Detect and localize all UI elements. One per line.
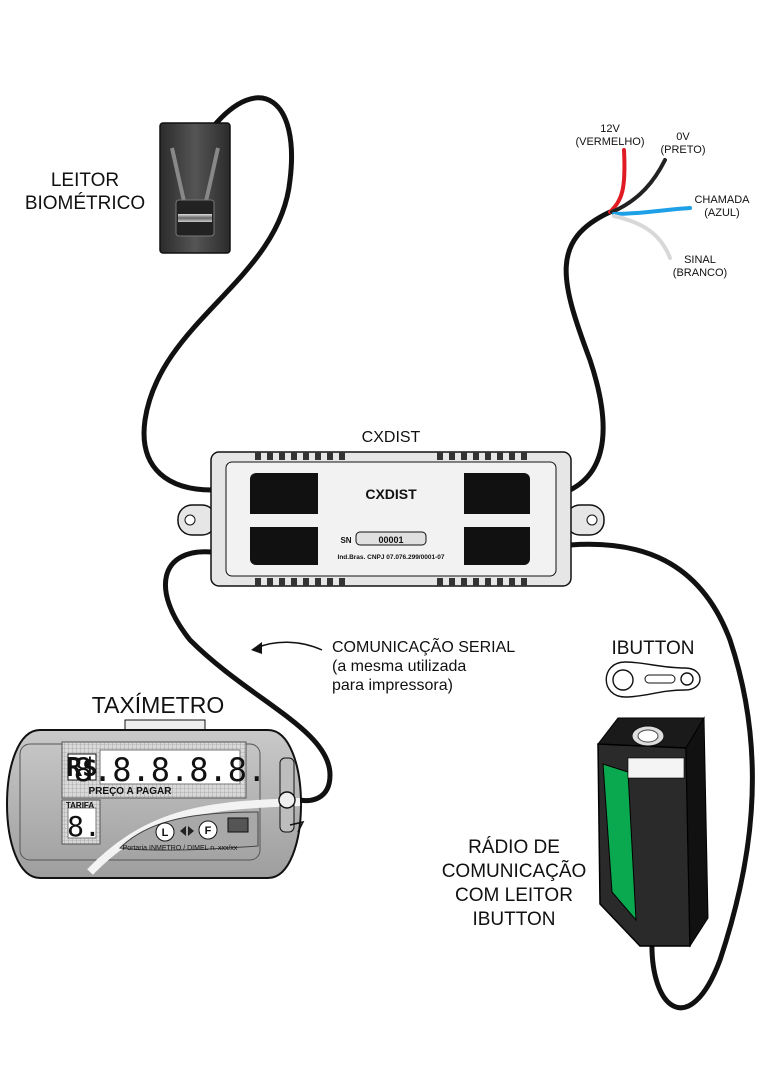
wire-12v-color-label: (VERMELHO) [575, 136, 644, 148]
taximeter-button-f: F [205, 825, 212, 837]
cxdist-sn-label: SN [340, 536, 351, 545]
taximeter [6, 719, 305, 879]
wire-0v-label: 0V [676, 131, 690, 143]
serial-label-line3: para impressora) [332, 677, 453, 694]
cxdist-cnpj: Ind.Bras. CNPJ 07.076.299/0001-07 [338, 554, 445, 561]
cable-serial [163, 549, 333, 804]
wire-0v-color-label: (PRETO) [660, 144, 705, 156]
taximeter-currency: R$ [66, 753, 97, 783]
ibutton-key [605, 661, 701, 698]
taximeter-label: TAXÍMETRO [92, 692, 224, 718]
cable-biometric [141, 95, 294, 493]
radio-label-line1: RÁDIO DE [468, 837, 560, 858]
wire-12v-label: 12V [600, 123, 620, 135]
cxdist-name: CXDIST [365, 486, 417, 502]
wire-chamada-color-label: (AZUL) [704, 207, 739, 219]
taximeter-tarifa-digit: 8. [67, 810, 101, 843]
serial-label-line2: (a mesma utilizada [332, 658, 466, 675]
wire-bundle [608, 148, 692, 260]
cable-radio [567, 541, 755, 1011]
wire-sinal-color-label: (BRANCO) [673, 267, 727, 279]
cxdist-sn-value: 00001 [378, 535, 403, 545]
taximeter-display: 8.8.8.8.8. [74, 751, 267, 789]
ibutton-label: IBUTTON [611, 638, 694, 659]
taximeter-tarifa-label: TARIFA [66, 801, 95, 810]
radio-label-line2: COMUNICAÇÃO [442, 860, 587, 882]
serial-label-line1: COMUNICAÇÃO SERIAL [332, 636, 515, 656]
taximeter-button-l: L [162, 827, 169, 839]
cable-power [563, 209, 613, 493]
wire-black [610, 158, 667, 214]
biometric-reader [159, 122, 231, 254]
serial-arrow [255, 641, 323, 651]
wire-white [612, 214, 672, 260]
cxdist-title: CXDIST [362, 429, 421, 446]
radio-device [597, 716, 709, 948]
serial-arrow-head [251, 642, 262, 654]
cxdist-box [177, 451, 605, 587]
taximeter-price-label: PREÇO A PAGAR [89, 786, 173, 797]
wire-blue [612, 206, 692, 216]
radio-label-line4: IBUTTON [472, 909, 555, 930]
cables [141, 95, 755, 1011]
wire-chamada-label: CHAMADA [694, 194, 750, 206]
wire-sinal-label: SINAL [684, 254, 716, 266]
radio-label-line3: COM LEITOR [455, 885, 573, 906]
biometric-reader-label-line1: LEITOR [51, 170, 119, 191]
wire-red [608, 148, 627, 214]
biometric-reader-label-line2: BIOMÉTRICO [25, 193, 145, 214]
taximeter-footer: Portaria INMETRO / DIMEL n. xxx/xx [123, 845, 238, 852]
